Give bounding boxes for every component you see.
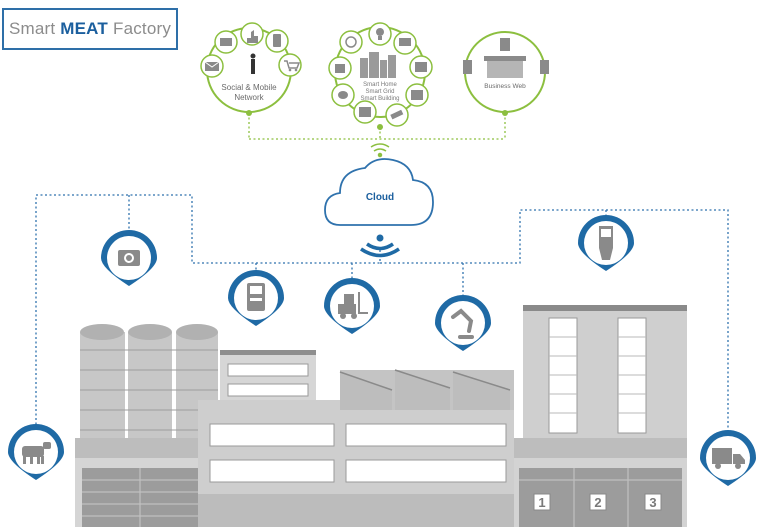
blue-connectors xyxy=(35,194,729,432)
handheld-scanner-pin xyxy=(578,215,634,271)
shopping-cart-icon xyxy=(284,60,301,72)
title-box: Smart MEAT Factory xyxy=(2,8,178,50)
camera-icon xyxy=(118,250,140,266)
door-3-label: 3 xyxy=(649,495,656,510)
business-building-icon xyxy=(484,56,526,78)
sawtooth-roof-3 xyxy=(453,372,510,410)
smart-home-grid-building-node: Smart Home Smart Grid Smart Building xyxy=(328,22,433,130)
monitor-icon xyxy=(399,38,411,46)
smart-label-line2: Smart Grid xyxy=(365,89,394,95)
smart-label-line1: Smart Home xyxy=(363,82,397,88)
upper-middle-block xyxy=(220,350,316,405)
robot-arm-icon xyxy=(451,308,474,339)
cow-pin xyxy=(8,424,64,480)
social-label-line1: Social & Mobile xyxy=(221,83,277,92)
radiator-icon xyxy=(411,90,423,100)
cloud-shape xyxy=(324,158,434,226)
mail-icon xyxy=(204,61,220,71)
title-part-meat: MEAT xyxy=(60,19,108,38)
server-icon-left xyxy=(463,60,472,74)
card-reader-icon xyxy=(359,107,371,117)
leaf-icon xyxy=(338,91,348,99)
wifi-icon-bottom xyxy=(360,234,400,258)
silos xyxy=(80,324,218,440)
title-part-factory: Factory xyxy=(112,19,172,38)
cow-icon xyxy=(22,442,51,464)
person-icon xyxy=(250,53,256,74)
door-2-box xyxy=(589,493,607,511)
door-1-label: 1 xyxy=(538,495,545,510)
city-buildings-icon xyxy=(360,52,396,78)
cloud-label: Cloud xyxy=(366,192,394,203)
business-web-node: Business Web xyxy=(463,31,549,116)
smart-label-line3: Smart Building xyxy=(360,96,399,102)
server-icon-top xyxy=(500,38,510,51)
tool-icon xyxy=(390,109,404,120)
video-icon xyxy=(220,38,232,46)
forklift-pin xyxy=(324,278,380,334)
lightbulb-icon xyxy=(376,28,384,40)
social-label-line2: Network xyxy=(234,93,264,102)
door-3-box xyxy=(644,493,662,511)
server-icon-right xyxy=(540,60,549,74)
door-2-label: 2 xyxy=(594,495,601,510)
appliance-icon xyxy=(415,62,427,72)
factory-building: 1 2 3 xyxy=(75,305,687,527)
network-hub-icon xyxy=(345,36,357,48)
sawtooth-roof-2 xyxy=(395,370,450,410)
scale-pin xyxy=(228,270,284,326)
door-1-box xyxy=(533,493,551,511)
thumbs-up-icon xyxy=(247,30,258,43)
plug-icon xyxy=(335,64,345,73)
smartphone-icon xyxy=(273,34,281,47)
handheld-scanner-icon xyxy=(599,226,613,260)
forklift-icon xyxy=(338,292,368,319)
social-mobile-network-node: Social & Mobile Network xyxy=(200,22,302,116)
title-part-smart: Smart xyxy=(8,19,56,38)
robot-arm-pin xyxy=(435,295,491,351)
truck-icon xyxy=(712,448,745,469)
camera-pin xyxy=(101,230,157,286)
cloud-node: Cloud xyxy=(324,143,434,258)
wifi-icon-top xyxy=(370,143,390,158)
business-label: Business Web xyxy=(484,83,526,90)
truck-pin xyxy=(700,430,756,486)
sawtooth-roof-1 xyxy=(340,372,392,410)
scale-machine-icon xyxy=(247,283,265,311)
